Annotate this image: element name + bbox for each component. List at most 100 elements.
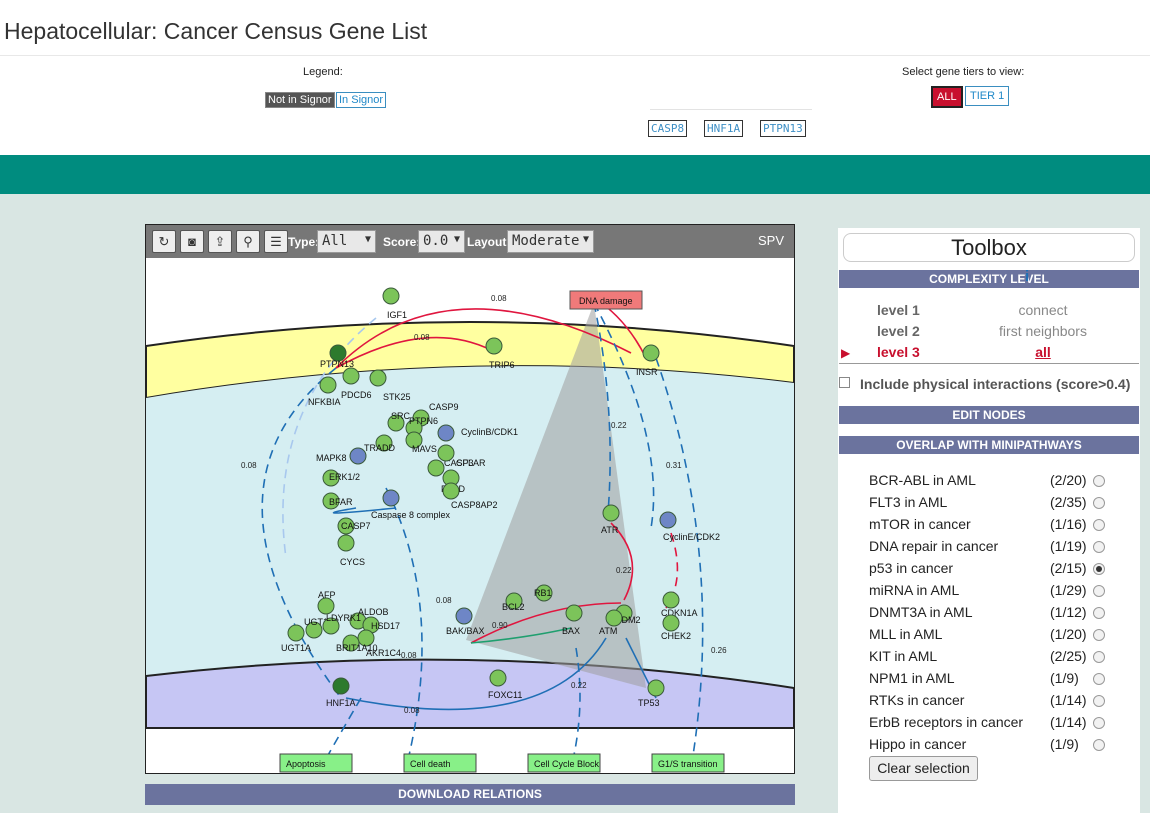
minipathway-radio[interactable] — [1093, 651, 1105, 663]
graph-edge — [610, 522, 634, 601]
node-label: MAPK8 — [316, 453, 347, 463]
phenotype-box — [279, 753, 353, 773]
phenotype-label: Cell Cycle Block — [534, 759, 600, 769]
minipathway-radio[interactable] — [1093, 629, 1105, 641]
graph-node — [659, 511, 677, 529]
type-select[interactable]: All▼ — [317, 230, 376, 253]
minipathway-name[interactable]: MLL in AML — [869, 626, 943, 642]
graph-node — [602, 504, 620, 522]
node-label: PDCD6 — [341, 390, 372, 400]
minipathway-name[interactable]: DNMT3A in AML — [869, 604, 973, 620]
node-label: LDYRK1 — [326, 613, 361, 623]
minipathway-radio[interactable] — [1093, 497, 1105, 509]
level-2-label[interactable]: level 2 — [877, 323, 920, 339]
minipathway-name[interactable]: miRNA in AML — [869, 582, 960, 598]
node-label: AKR1C4 — [366, 648, 401, 658]
minipathway-name[interactable]: mTOR in cancer — [869, 516, 971, 532]
graph-node — [322, 469, 340, 487]
minipathway-radio[interactable] — [1093, 519, 1105, 531]
node-label: RB1 — [534, 588, 552, 598]
graph-node — [342, 634, 360, 652]
clear-selection-button[interactable]: Clear selection — [869, 756, 978, 781]
tier-label: Select gene tiers to view: — [902, 66, 1025, 78]
gene-tag[interactable]: HNF1A — [704, 120, 744, 137]
node-label: HSD17 — [371, 621, 400, 631]
tier-1-button[interactable]: TIER 1 — [965, 86, 1010, 106]
minipathway-radio[interactable] — [1093, 717, 1105, 729]
graph-node — [349, 447, 367, 465]
edge-label: 0.08 — [401, 651, 417, 660]
minipathway-count: (1/14) — [1050, 714, 1087, 730]
export-icon[interactable]: ⇪ — [208, 230, 232, 253]
toggle-list-icon[interactable]: ☰ — [264, 230, 288, 253]
minipathway-radio[interactable] — [1093, 585, 1105, 597]
minipathway-name[interactable]: ErbB receptors in cancer — [869, 714, 1024, 730]
edge-label: 0.26 — [711, 646, 727, 655]
minipathway-radio[interactable] — [1093, 673, 1105, 685]
physical-interactions-checkbox[interactable] — [839, 377, 850, 388]
minipathway-radio[interactable] — [1093, 563, 1105, 575]
minipathway-count: (1/20) — [1050, 626, 1087, 642]
node-label: SRC — [391, 411, 411, 421]
layout-select[interactable]: Moderate▼ — [507, 230, 594, 253]
level-2-desc[interactable]: first neighbors — [999, 323, 1087, 339]
level-1-label[interactable]: level 1 — [877, 302, 920, 318]
level-3-desc[interactable]: all — [1035, 344, 1051, 360]
color-band — [0, 155, 1150, 194]
network-icon[interactable]: ⚲ — [236, 230, 260, 253]
phenotype-label: Cell death — [410, 759, 451, 769]
physical-interactions-label: Include physical interactions (score>0.4… — [860, 376, 1131, 392]
minipathway-name[interactable]: DNA repair in cancer — [869, 538, 999, 554]
graph-edge — [593, 302, 655, 529]
graph-node — [405, 431, 423, 449]
edge-label: 0.08 — [404, 706, 420, 715]
minipathway-radio[interactable] — [1093, 739, 1105, 751]
minipathway-radio[interactable] — [1093, 541, 1105, 553]
graph-node — [337, 517, 355, 535]
edit-nodes-header[interactable]: EDIT NODES — [839, 406, 1139, 424]
minipathway-count: (2/35) — [1050, 494, 1087, 510]
graph-node — [442, 482, 460, 500]
level-1-desc[interactable]: connect — [1018, 302, 1068, 318]
node-label: PTPN6 — [409, 416, 438, 426]
download-relations-button[interactable]: DOWNLOAD RELATIONS — [145, 784, 795, 805]
overlap-header: OVERLAP WITH MINIPATHWAYS — [839, 436, 1139, 454]
minipathway-name[interactable]: RTKs in cancer — [869, 692, 965, 708]
minipathway-name[interactable]: NPM1 in AML — [869, 670, 955, 686]
minipathway-radio[interactable] — [1093, 475, 1105, 487]
gene-tag[interactable]: CASP8 — [648, 120, 688, 137]
tier-all-button[interactable]: ALL — [931, 86, 963, 108]
chevron-down-icon: ▼ — [453, 234, 460, 245]
graph-edge — [470, 602, 622, 644]
node-label: ATM — [599, 626, 617, 636]
legend-in-signor: In Signor — [336, 92, 387, 108]
network-viewer[interactable]: ↻ ◙ ⇪ ⚲ ☰ Type: All▼ Score: 0.0▼ Layout:… — [145, 224, 795, 774]
graph-edge — [261, 367, 342, 699]
graph-node — [437, 424, 455, 442]
camera-icon[interactable]: ◙ — [180, 230, 204, 253]
node-label: PTPN13 — [320, 359, 354, 369]
graph-node — [357, 629, 375, 647]
node-label: AFP — [318, 590, 336, 600]
minipathway-radio[interactable] — [1093, 607, 1105, 619]
minipathway-name[interactable]: p53 in cancer — [869, 560, 954, 576]
minipathway-name[interactable]: BCR-ABL in AML — [869, 472, 976, 488]
gene-tag[interactable]: PTPN13 — [760, 120, 806, 137]
level-3-label[interactable]: level 3 — [877, 344, 920, 360]
graph-node — [337, 534, 355, 552]
node-label: NFKBIA — [308, 397, 341, 407]
minipathway-name[interactable]: Hippo in cancer — [869, 736, 967, 752]
minipathway-name[interactable]: FLT3 in AML — [869, 494, 948, 510]
refresh-icon[interactable]: ↻ — [152, 230, 176, 253]
graph-edge — [335, 336, 492, 369]
minipathway-name[interactable]: KIT in AML — [869, 648, 938, 664]
info-icon[interactable]: i — [1025, 268, 1030, 285]
node-label: TP53 — [638, 698, 660, 708]
minipathway-radio[interactable] — [1093, 695, 1105, 707]
minipathway-count: (1/16) — [1050, 516, 1087, 532]
stimulus-label: DNA damage — [579, 296, 633, 306]
graph-edge — [385, 487, 423, 769]
node-label: CDKN1A — [661, 608, 698, 618]
score-select[interactable]: 0.0▼ — [418, 230, 465, 253]
